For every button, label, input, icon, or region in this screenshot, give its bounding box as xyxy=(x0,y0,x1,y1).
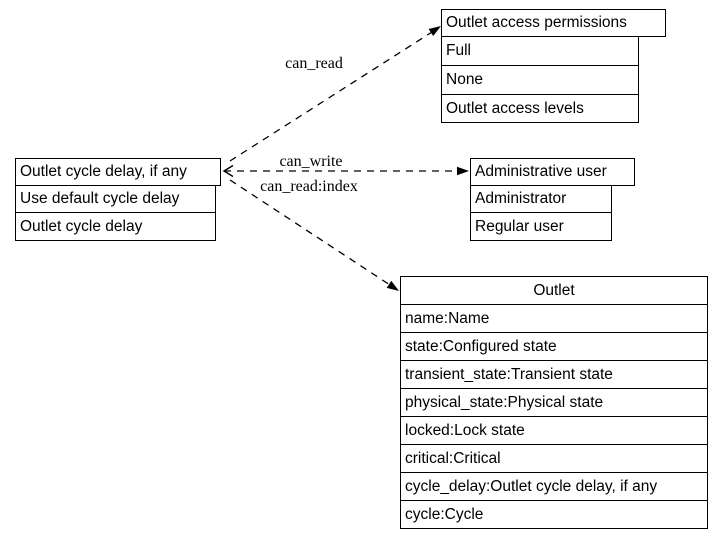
node-administrative-user-row: Administrator xyxy=(470,185,612,213)
arrowhead-icon xyxy=(386,280,399,291)
edge-can-read-line xyxy=(229,31,433,162)
node-outlet-row: name:Name xyxy=(400,304,708,333)
node-outlet-title: Outlet xyxy=(400,276,708,305)
node-access-permissions-row: None xyxy=(441,65,639,95)
node-outlet-row: physical_state:Physical state xyxy=(400,388,708,417)
open-arrowhead-icon xyxy=(222,164,234,178)
node-administrative-user-row: Regular user xyxy=(470,212,612,241)
edge-can-write: can_write can_read:index xyxy=(222,153,469,195)
edge-label-can-read-index: can_read:index xyxy=(260,178,358,195)
arrowhead-icon xyxy=(428,26,441,36)
node-access-permissions-row: Outlet access levels xyxy=(441,94,639,123)
node-access-permissions-row: Full xyxy=(441,36,639,66)
arrowhead-icon xyxy=(457,166,469,176)
node-outlet-row: cycle_delay:Outlet cycle delay, if any xyxy=(400,472,708,501)
node-outlet-row: state:Configured state xyxy=(400,332,708,361)
node-outlet-row: transient_state:Transient state xyxy=(400,360,708,389)
node-outlet-row: cycle:Cycle xyxy=(400,500,708,529)
edge-to-outlet xyxy=(229,179,399,291)
node-outlet-row: locked:Lock state xyxy=(400,416,708,445)
node-cycle-delay-row: Use default cycle delay xyxy=(15,185,216,213)
edge-can-read: can_read xyxy=(229,26,441,162)
node-access-permissions-title: Outlet access permissions xyxy=(441,9,666,37)
node-cycle-delay-row: Outlet cycle delay xyxy=(15,212,216,241)
node-administrative-user-title: Administrative user xyxy=(470,158,635,186)
node-cycle-delay-title: Outlet cycle delay, if any xyxy=(15,158,221,186)
edge-label-can-read: can_read xyxy=(285,55,343,72)
edge-to-outlet-line xyxy=(229,179,390,286)
edge-label-can-write: can_write xyxy=(279,153,342,170)
node-outlet-row: critical:Critical xyxy=(400,444,708,473)
